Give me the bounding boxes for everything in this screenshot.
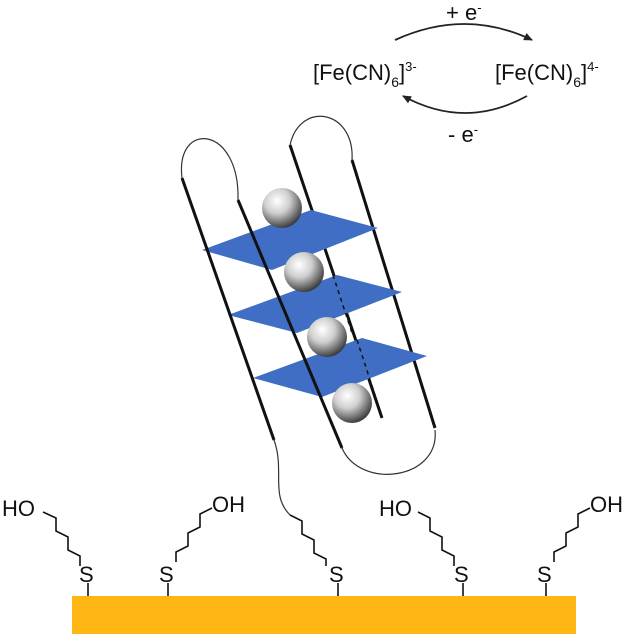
gold-electrode-surface	[72, 596, 576, 634]
hydroxyl-head: OH	[590, 492, 623, 517]
cation-sphere	[332, 383, 372, 423]
alkyl-chain	[553, 507, 591, 562]
reduction-arrow	[394, 23, 533, 41]
cation-sphere	[284, 252, 324, 292]
strand-hidden-segment	[356, 339, 376, 396]
hydroxyl-head: OH	[212, 492, 245, 517]
g-tetrad-plane	[202, 210, 378, 270]
sulfur-anchor: S	[537, 562, 552, 587]
top-right-loop	[289, 115, 353, 161]
strand-hidden-segment	[332, 274, 353, 334]
alkyl-chain	[42, 511, 81, 566]
monolayer	[42, 507, 591, 596]
alkyl-chain	[289, 514, 327, 566]
g-tetrad-plane	[228, 275, 402, 333]
cation-sphere	[307, 317, 347, 357]
sulfur-anchor: S	[329, 562, 344, 587]
g-quadruplex	[180, 115, 437, 516]
alkyl-chain	[175, 507, 213, 562]
oxidation-arrow	[402, 95, 528, 114]
alkyl-chain	[417, 511, 455, 566]
sulfur-anchor: S	[454, 562, 469, 587]
sulfur-anchor: S	[159, 562, 174, 587]
sulfur-anchor: S	[79, 562, 94, 587]
bottom-loop	[341, 429, 436, 475]
ferrocyanide-label: [Fe(CN)6]4-	[495, 59, 599, 90]
linker-strand	[273, 439, 291, 516]
reduction-label: + e-	[446, 0, 482, 25]
cation-sphere	[262, 188, 302, 228]
strand-front-right	[236, 199, 344, 449]
g-tetrad-plane	[253, 338, 427, 397]
strand-front-left	[180, 177, 276, 441]
ferricyanide-label: [Fe(CN)6]3-	[313, 59, 417, 90]
redox-couple: [Fe(CN)6]3- [Fe(CN)6]4- + e- - e-	[313, 0, 599, 147]
oxidation-label: - e-	[448, 122, 478, 147]
hydroxyl-head: HO	[379, 496, 412, 521]
top-left-loop	[180, 138, 239, 201]
hydroxyl-head: HO	[2, 496, 35, 521]
